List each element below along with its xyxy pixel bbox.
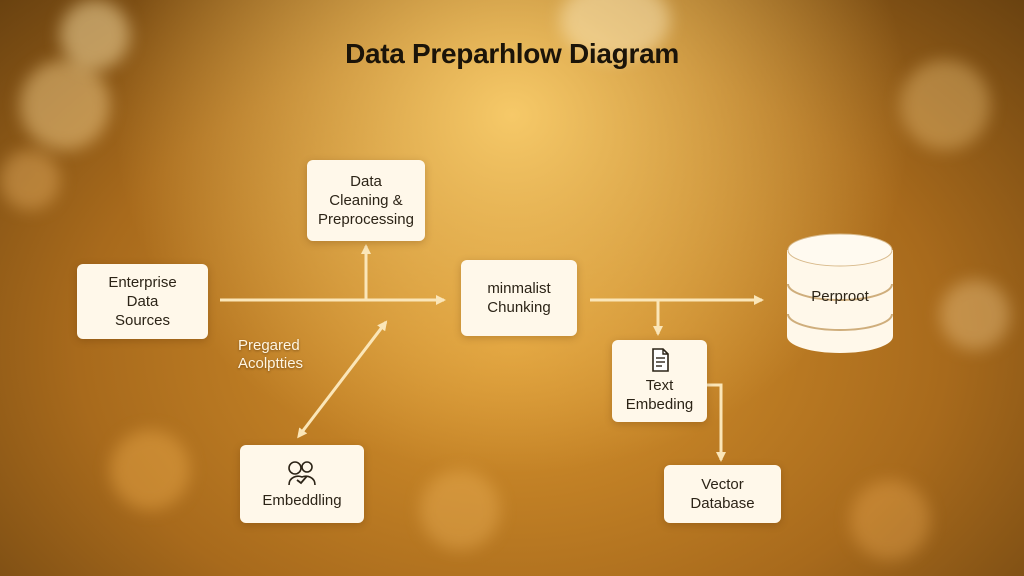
database-cylinder-icon[interactable]: [784, 232, 896, 356]
document-icon: [651, 348, 669, 372]
diagram-title: Data Preparhlow Diagram: [345, 38, 679, 69]
node-label: Enterprise Data Sources: [108, 274, 177, 329]
node-label: Text Embeding: [625, 377, 694, 413]
node-vector-database[interactable]: Vector Database: [664, 465, 781, 523]
node-enterprise-data-sources[interactable]: Enterprise Data Sources: [77, 264, 208, 339]
node-embedding[interactable]: Embeddling: [240, 445, 364, 523]
people-check-icon: [288, 460, 316, 485]
node-chunking[interactable]: minmalist Chunking: [461, 260, 577, 336]
node-label: Embeddling: [262, 491, 342, 509]
arrow-text-embedding-to-vector: [707, 383, 726, 462]
node-label: Data Cleaning & Preprocessing: [318, 173, 414, 228]
node-text-embedding[interactable]: Text Embeding: [612, 340, 707, 422]
floating-label: Pregared Acolptties: [238, 337, 304, 372]
node-label: minmalist Chunking: [487, 280, 551, 316]
node-label: Vector Database: [690, 476, 755, 512]
node-data-cleaning[interactable]: Data Cleaning & Preprocessing: [307, 160, 425, 241]
arrow-embedding-bidirectional: [297, 320, 388, 439]
database-label: Perproot: [811, 288, 869, 305]
